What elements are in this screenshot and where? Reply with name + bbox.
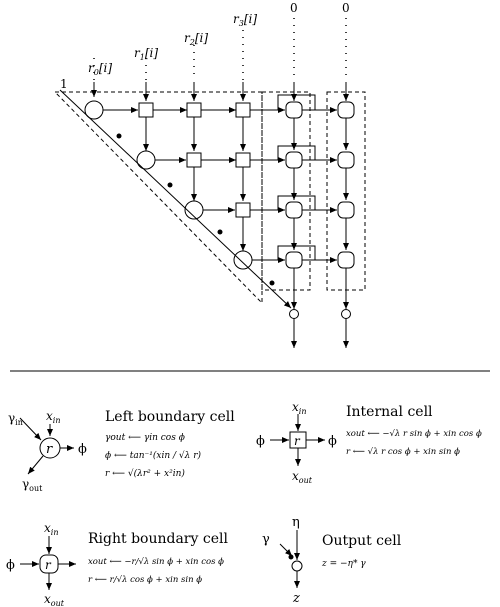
output-cell-eq1: z = −η* γ [321,559,366,569]
input-labels: 1 r0[i] r1[i] r2[i] r3[i] 0 0 [60,1,350,91]
input-zero-label-a: 0 [290,1,298,15]
legend-internal-cell: r xin xout ϕ ϕ Internal cell xout ⟵ −√λ … [256,400,482,485]
legend-output-cell: γ η z Output cell z = −η* γ [262,515,402,606]
right-cell-x-out: xout [44,592,65,607]
left-cell-eq3: r ⟵ √(λr² + x²in) [105,468,185,479]
right-column-a-dashed-region [261,91,311,291]
diagonal-flow-line [59,89,292,309]
output-cell-z: z [292,591,300,606]
internal-cell [235,202,251,218]
input-r0-label: r0[i] [88,61,112,77]
right-cell-title: Right boundary cell [88,531,228,547]
right-boundary-cell [285,101,303,119]
right-cell-eq2: r ⟵ r/√λ cos ϕ + xin sin ϕ [88,575,202,585]
array-row-1 [84,94,355,120]
internal-cell-x-in: xin [292,400,307,416]
right-boundary-cell [337,251,355,269]
boundary-cell [84,100,104,120]
left-cell-gamma-in: γin [8,411,23,427]
right-cell-x-in: xin [44,521,59,537]
output-cell [341,309,351,319]
internal-cell [235,102,251,118]
input-r2-label: r2[i] [184,31,208,47]
input-r3-label: r3[i] [233,12,257,28]
left-cell-title: Left boundary cell [105,409,235,425]
output-cell-eta: η [292,515,300,530]
right-cell-phi: ϕ [6,558,15,573]
left-cell-phi: ϕ [78,442,87,457]
internal-cell-x-out: xout [292,469,313,485]
legend-left-boundary-cell: r xin ϕ γin γout Left boundary cell γout… [8,409,235,493]
internal-cell-title: Internal cell [346,404,433,420]
boundary-cell [136,150,156,170]
internal-cell [186,102,202,118]
right-boundary-cell [285,201,303,219]
output-symbol [291,560,303,572]
left-cell-eq2: ϕ ⟵ tan⁻¹(xin / √λ r) [105,450,202,461]
internal-cell-eq1: xout ⟵ −√λ r sin ϕ + xin cos ϕ [346,429,482,439]
right-boundary-cell [337,201,355,219]
left-cell-gamma-out: γout [22,477,43,493]
left-cell-eq1: γout ⟵ γin cos ϕ [105,433,185,443]
right-boundary-cell [285,151,303,169]
input-one-label: 1 [60,77,68,91]
output-cell [289,309,299,319]
input-r1-label: r1[i] [134,46,158,62]
internal-cell-eq2: r ⟵ √λ r cos ϕ + xin sin ϕ [346,447,460,457]
array-row-3 [184,195,355,220]
internal-cell [186,152,202,168]
left-cell-x-in: xin [46,409,61,425]
array-diagram [53,18,366,348]
right-cell-eq1: xout ⟵ −r/√λ sin ϕ + xin cos ϕ [88,557,224,567]
legend-right-boundary-cell: r xin xout ϕ Right boundary cell xout ⟵ … [6,521,228,607]
input-zero-label-b: 0 [342,1,350,15]
right-cell-r-symbol: r [45,558,52,572]
left-cell-r-symbol: r [46,442,53,457]
output-cell-title: Output cell [322,533,402,549]
diagonal-delay-dots [116,133,275,286]
right-boundary-cell [337,101,355,119]
internal-cell-phi-left: ϕ [256,434,265,449]
internal-cell-phi-right: ϕ [328,434,337,449]
internal-cell [138,102,154,118]
output-cell-gamma: γ [262,532,270,547]
triangular-dashed-region [53,91,263,305]
internal-cell [235,152,251,168]
boundary-cell [233,250,253,270]
input-columns [91,18,349,101]
array-row-2 [136,145,355,170]
right-boundary-cell [337,151,355,169]
right-boundary-cell [285,251,303,269]
internal-cell-r-symbol: r [294,434,301,448]
